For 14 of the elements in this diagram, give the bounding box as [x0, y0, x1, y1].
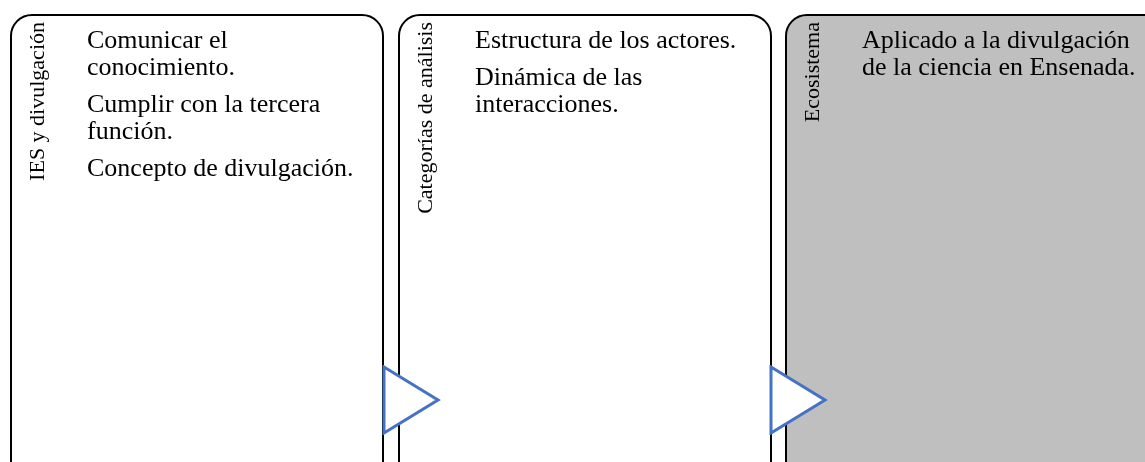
chevron-arrow [769, 365, 827, 435]
item-text: Concepto de divulgación. [87, 154, 355, 181]
vertical-heading: Ecosistema [799, 22, 825, 123]
panel-box [398, 14, 772, 462]
panel-box [10, 14, 384, 462]
item-text: Comunicar el conocimiento. [87, 26, 236, 80]
item-text: Cumplir con la tercera función. [87, 90, 322, 144]
item-text: Aplicado a la divulgación de la ciencia en Ensenada. [862, 26, 1137, 80]
vertical-heading: IES y divulgación [24, 22, 50, 181]
item-text: Dinámica de las interacciones. [475, 63, 644, 117]
chevron-arrow [382, 365, 440, 435]
panel-box [785, 14, 1145, 462]
item-text: Estructura de los actores. [475, 26, 738, 53]
vertical-heading: Categorías de análisis [412, 22, 438, 214]
